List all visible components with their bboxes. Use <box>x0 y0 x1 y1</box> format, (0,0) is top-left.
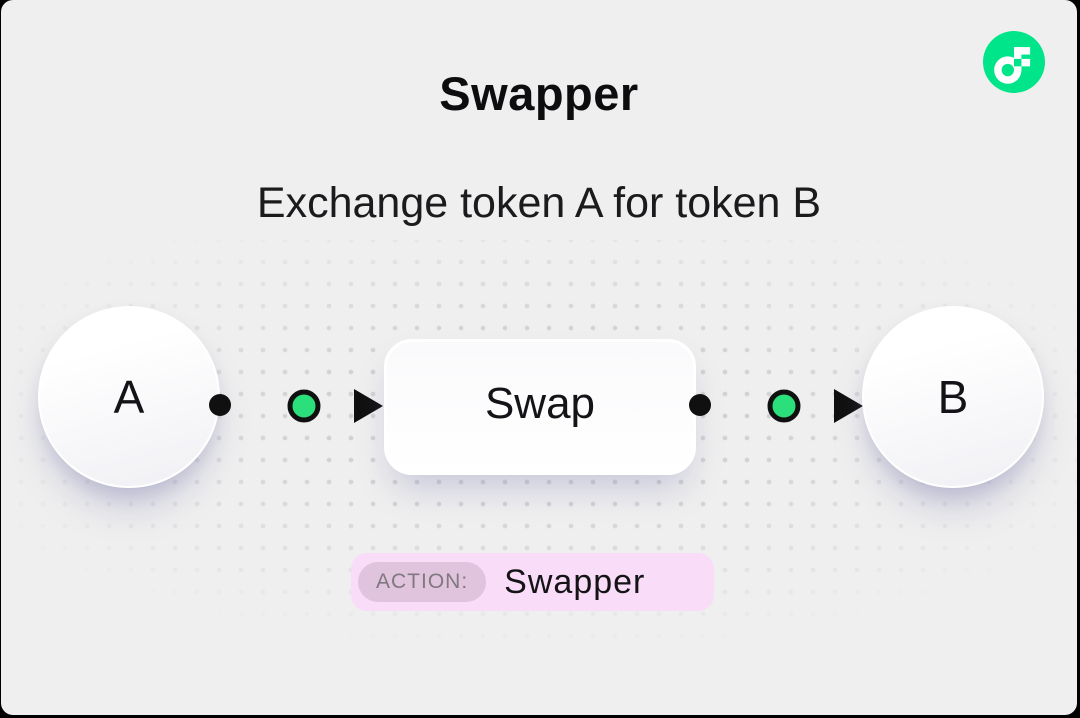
action-badge: ACTION: Swapper <box>351 553 714 611</box>
page-title: Swapper <box>439 67 639 120</box>
token-a-node: A <box>38 306 220 488</box>
swap-action-node: Swap <box>384 339 696 475</box>
action-badge-value: Swapper <box>504 562 646 601</box>
page-subtitle: Exchange token A for token B <box>256 179 822 227</box>
arrow-connector-right <box>689 389 863 423</box>
connector-green-dot <box>287 389 321 423</box>
arrow-connector-left <box>209 389 383 423</box>
token-a-label: A <box>113 371 145 423</box>
flow-logo-icon <box>983 31 1045 93</box>
swap-action-label: Swap <box>484 379 596 428</box>
action-badge-label: ACTION: <box>358 562 487 602</box>
token-b-label: B <box>937 371 969 423</box>
connector-start-dot <box>209 394 231 416</box>
connector-start-dot <box>689 394 711 416</box>
arrowhead-icon <box>834 389 863 423</box>
token-b-node: B <box>862 306 1044 488</box>
connector-green-dot <box>767 389 801 423</box>
arrowhead-icon <box>354 389 383 423</box>
